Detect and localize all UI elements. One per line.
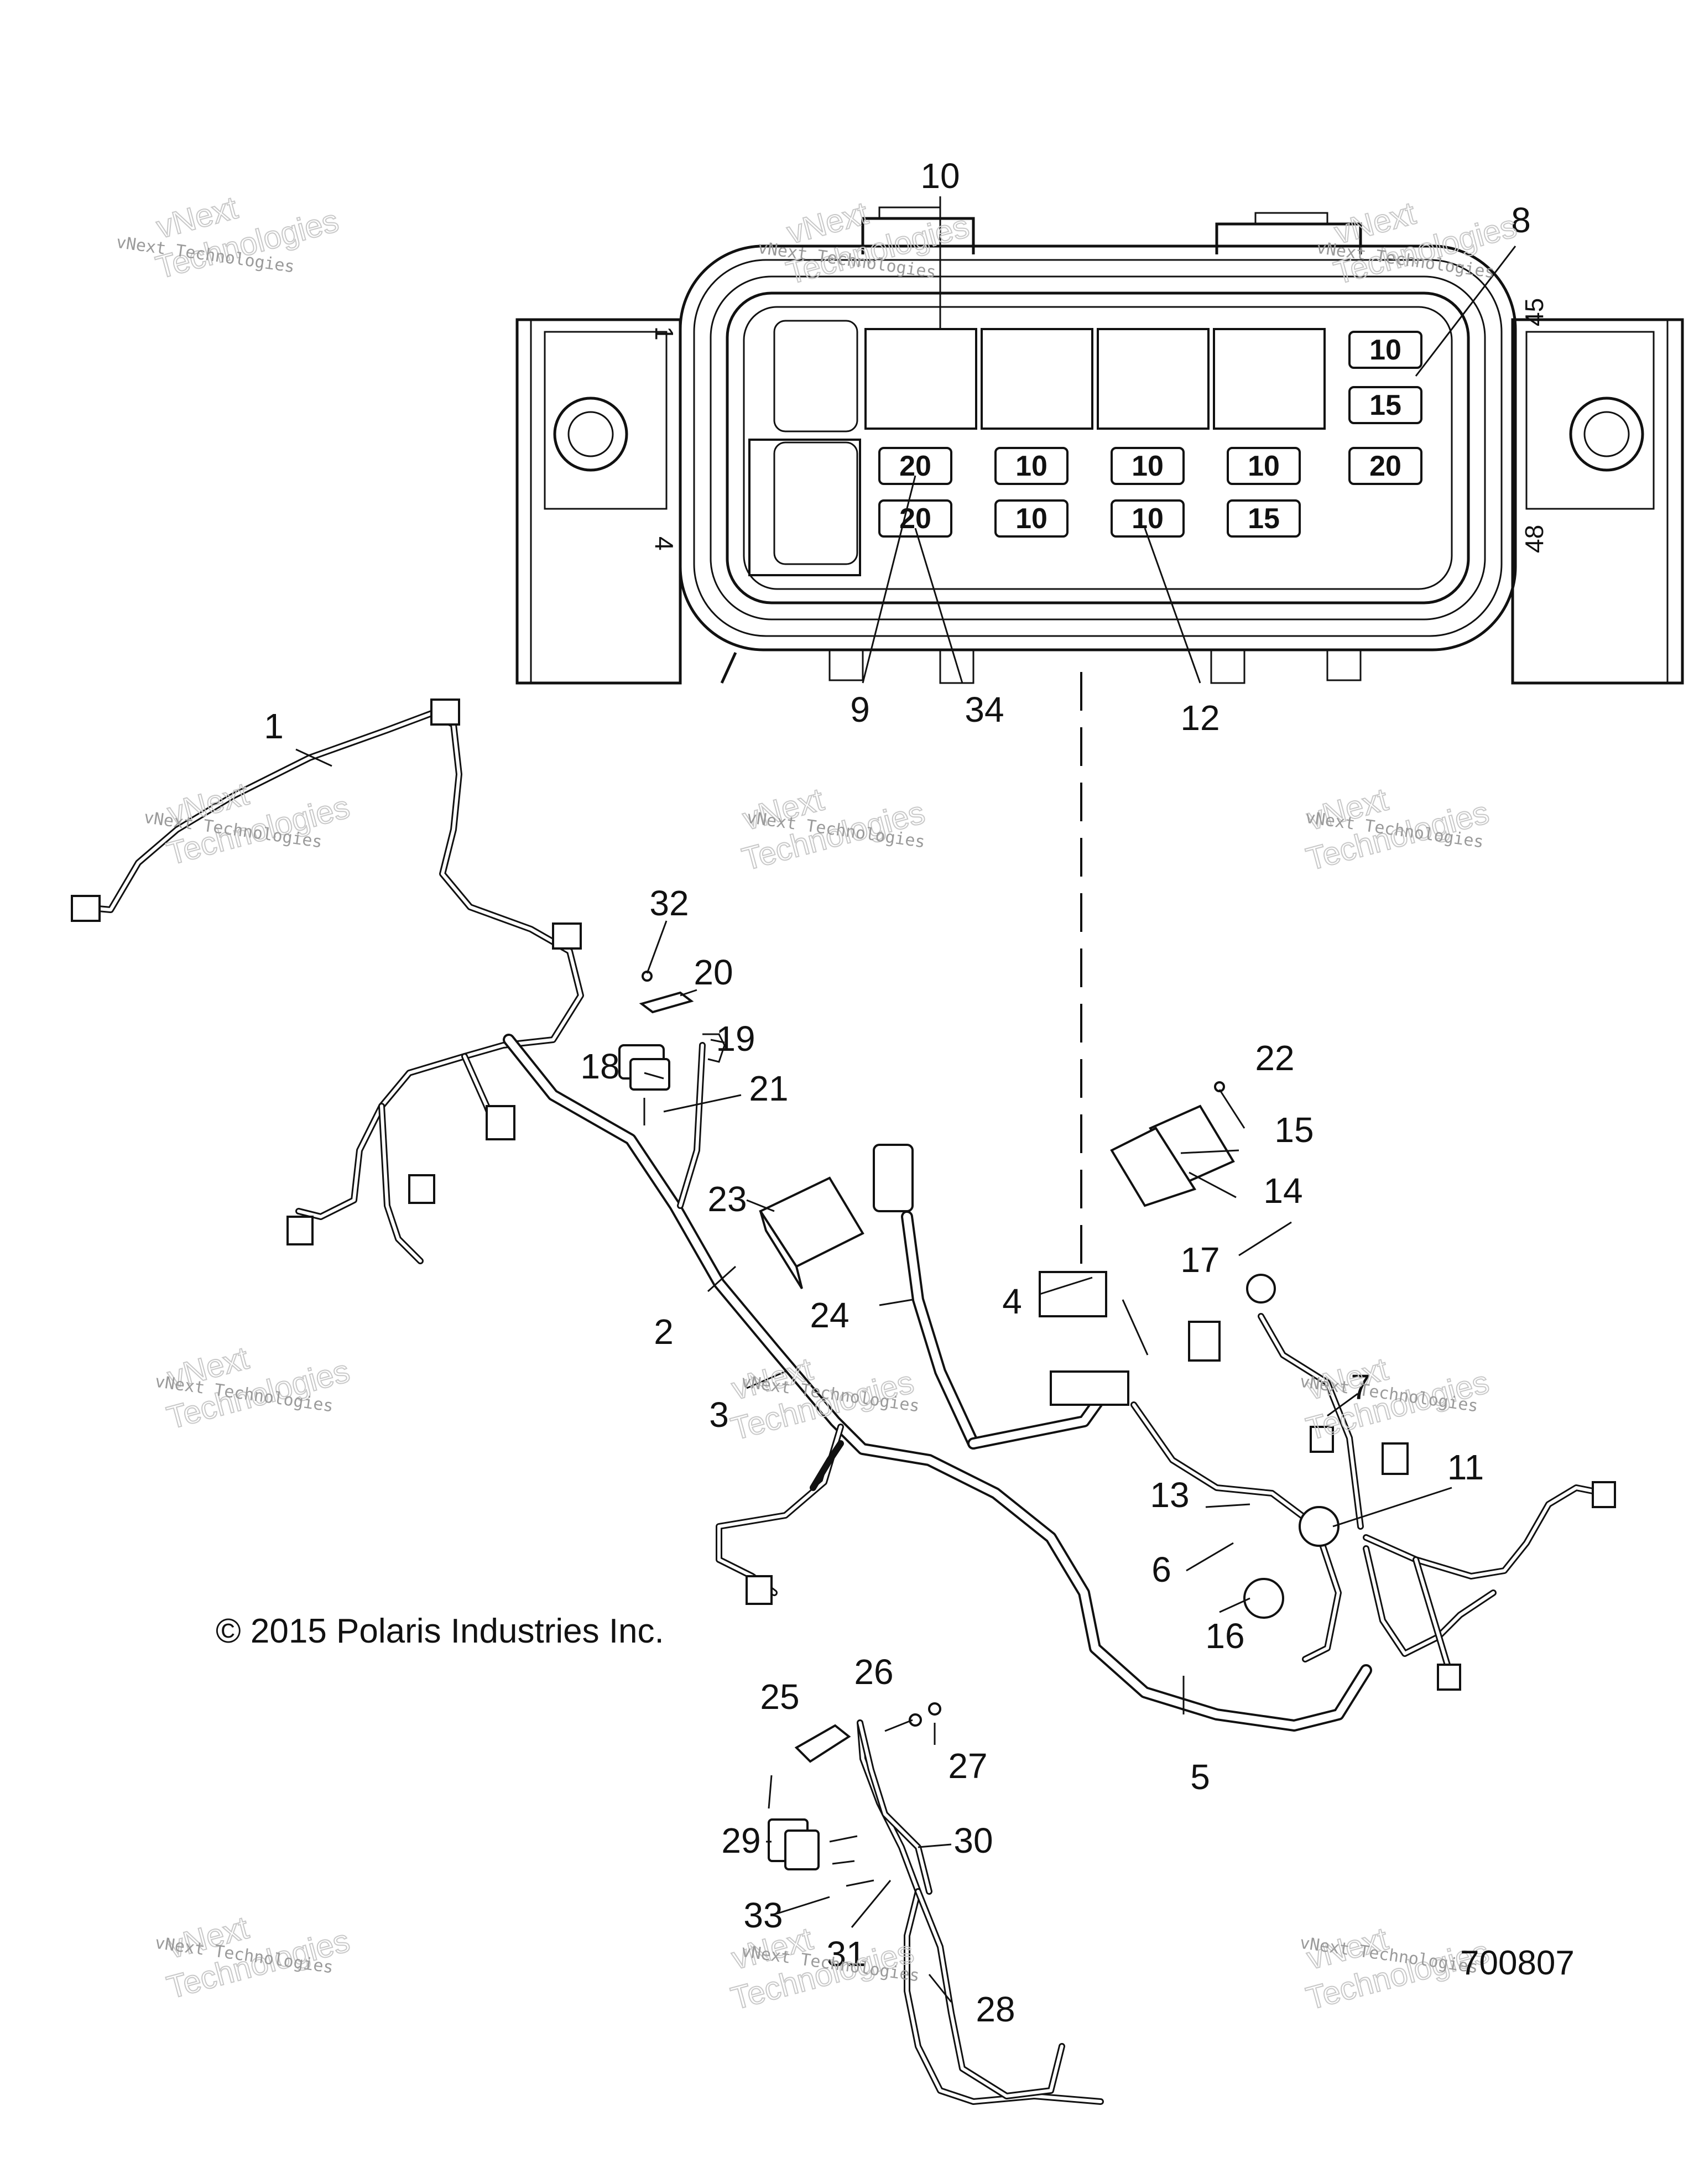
callout-25: 25 [760,1677,799,1717]
callout-1: 1 [264,706,284,746]
fuse-value: 15 [1369,389,1401,421]
callouts: 1 2 3 4 5 6 7 8 9 10 11 12 13 14 15 16 1… [264,156,1531,2029]
callout-33: 33 [743,1895,783,1935]
copyright-text: © 2015 Polaris Industries Inc. [216,1612,664,1650]
callout-4: 4 [1002,1281,1022,1321]
fuse-value: 10 [1132,450,1164,482]
callout-7: 7 [1351,1367,1370,1407]
fuse-box: 20 10 10 10 20 20 10 10 15 10 15 1 4 45 … [515,206,1684,685]
callout-31: 31 [826,1934,866,1974]
callout-6: 6 [1151,1550,1171,1589]
callout-23: 23 [707,1179,747,1219]
fuse-value: 20 [1369,450,1401,482]
fuse-value: 10 [1132,503,1164,535]
callout-12: 12 [1180,698,1219,738]
callout-15: 15 [1274,1110,1314,1150]
fuse-value: 10 [1369,334,1401,366]
callout-14: 14 [1263,1171,1302,1211]
main-harness [71,699,1616,1732]
pin-label: 45 [1520,298,1549,326]
callout-8: 8 [1511,200,1531,240]
callout-2: 2 [654,1312,674,1352]
callout-20: 20 [694,952,733,992]
leader-lines [295,196,1516,2003]
callout-13: 13 [1150,1475,1189,1515]
callout-28: 28 [976,1989,1015,2029]
callout-17: 17 [1180,1240,1219,1280]
fuse-value: 15 [1248,503,1280,535]
fuse-value: 10 [1248,450,1280,482]
callout-27: 27 [948,1746,987,1786]
callout-11: 11 [1447,1447,1484,1487]
callout-21: 21 [749,1068,788,1108]
callout-5: 5 [1190,1757,1210,1797]
callout-3: 3 [709,1395,729,1435]
callout-32: 32 [649,883,689,923]
callout-18: 18 [580,1046,619,1086]
callout-29: 29 [721,1821,760,1860]
callout-19: 19 [716,1019,755,1059]
callout-34: 34 [965,690,1004,729]
ecu [759,1144,914,1290]
pin-label: 1 [650,326,679,341]
callout-26: 26 [854,1652,893,1692]
callout-22: 22 [1255,1038,1294,1078]
callout-10: 10 [920,156,960,196]
fuse-value: 10 [1015,450,1047,482]
fuse-value: 10 [1015,503,1047,535]
drawing-number: 700807 [1460,1944,1575,1982]
callout-24: 24 [810,1295,849,1335]
callout-16: 16 [1205,1616,1244,1656]
pin-label: 48 [1520,525,1549,553]
callout-9: 9 [850,690,870,729]
lower-subharness [768,1702,1104,2105]
callout-30: 30 [953,1821,993,1860]
pin-label: 4 [650,536,679,551]
